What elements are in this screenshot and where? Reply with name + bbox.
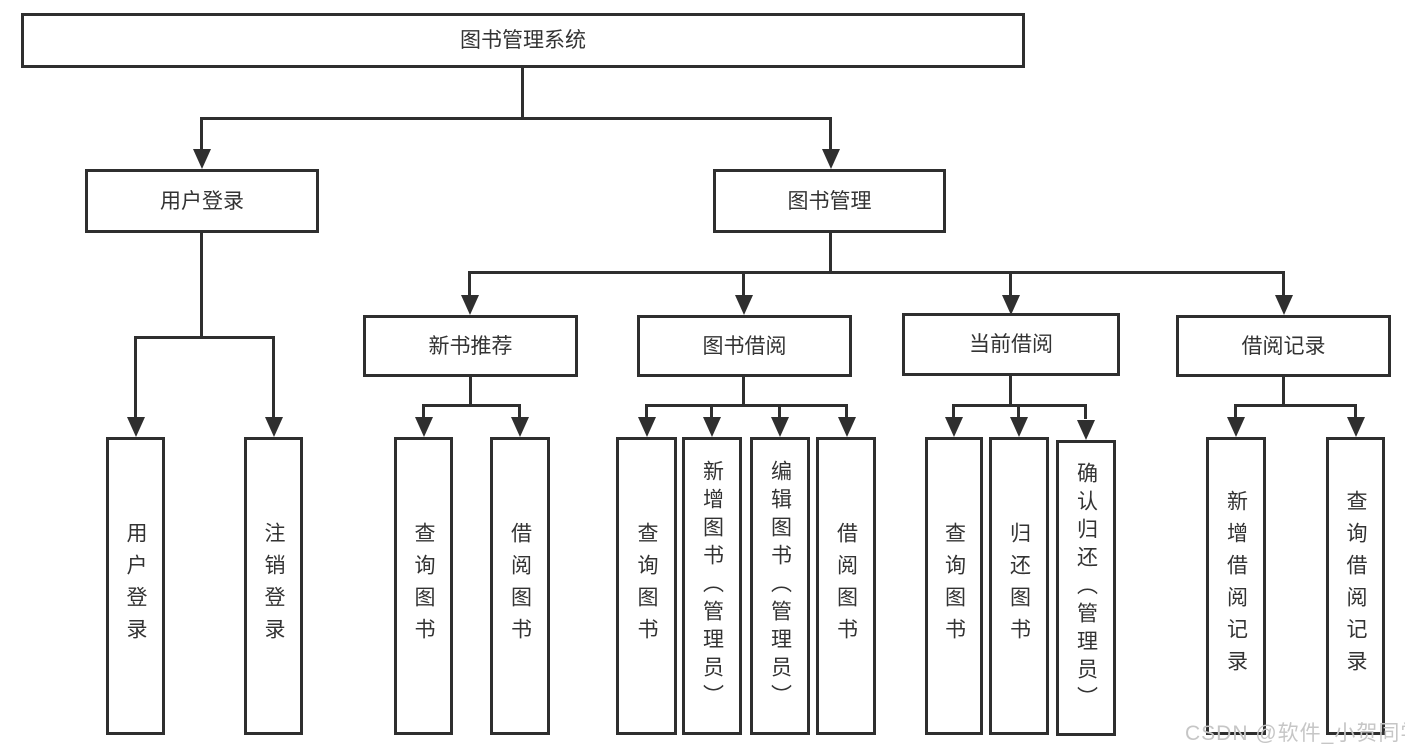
node-leaf-rec-borrow: 借阅图书 xyxy=(490,437,550,735)
arrowhead-leaf-cb-query xyxy=(945,417,963,437)
arrowhead-book-mgmt xyxy=(822,149,840,169)
node-leaf-bb-borrow: 借阅图书 xyxy=(816,437,876,735)
node-root: 图书管理系统 xyxy=(21,13,1025,68)
node-user-login-label: 用户登录 xyxy=(160,189,244,213)
connector-leaf-br-add-drop xyxy=(1234,404,1237,419)
node-leaf-cb-confirm: 确认归还（管理员） xyxy=(1056,440,1116,736)
arrowhead-leaf-rec-query xyxy=(415,417,433,437)
connector-leaf-cb-confirm-drop xyxy=(1084,404,1087,419)
connector-level1-branch xyxy=(200,117,832,120)
node-leaf-rec-query: 查询图书 xyxy=(394,437,453,735)
arrowhead-leaf-login xyxy=(127,417,145,437)
node-leaf-logout: 注销登录 xyxy=(244,437,303,735)
connector-leaf-bb-borrow-drop xyxy=(845,404,848,419)
node-book-mgmt-label: 图书管理 xyxy=(787,189,872,213)
node-leaf-br-query-label: 查询借阅记录 xyxy=(1344,490,1367,682)
node-book-borrow-label: 图书借阅 xyxy=(702,334,787,358)
connector-book-mgmt-stem xyxy=(829,233,832,273)
connector-borrow-records-stem xyxy=(1282,377,1285,407)
node-borrow-records: 借阅记录 xyxy=(1176,315,1391,377)
connector-book-borrow-drop xyxy=(742,271,745,297)
node-new-rec-label: 新书推荐 xyxy=(428,334,513,358)
arrowhead-leaf-br-add xyxy=(1227,417,1245,437)
connector-level2-branch xyxy=(468,271,1285,274)
node-leaf-bb-edit-label: 编辑图书（管理员） xyxy=(768,460,792,712)
node-leaf-cb-query: 查询图书 xyxy=(925,437,983,735)
arrowhead-borrow-records xyxy=(1275,295,1293,315)
node-leaf-bb-add: 新增图书（管理员） xyxy=(682,437,742,735)
node-leaf-br-query: 查询借阅记录 xyxy=(1326,437,1385,735)
node-leaf-login: 用户登录 xyxy=(106,437,165,735)
connector-leaf-bb-query-drop xyxy=(645,404,648,419)
connector-book-mgmt-drop xyxy=(829,117,832,152)
connector-leaf-bb-edit-drop xyxy=(778,404,781,419)
node-leaf-rec-query-label: 查询图书 xyxy=(412,522,435,650)
connector-current-borrow-drop xyxy=(1009,271,1012,297)
connector-new-rec-drop xyxy=(468,271,471,297)
connector-borrow-records-drop xyxy=(1282,271,1285,297)
connector-user-login-drop xyxy=(200,117,203,152)
node-leaf-cb-query-label: 查询图书 xyxy=(942,522,966,650)
connector-leaf-login-drop xyxy=(134,336,137,419)
node-leaf-bb-query: 查询图书 xyxy=(616,437,677,735)
connector-leaf-bb-add-drop xyxy=(710,404,713,419)
arrowhead-leaf-bb-borrow xyxy=(838,417,856,437)
connector-borrow-records-branch xyxy=(1234,404,1356,407)
connector-current-borrow-stem xyxy=(1009,376,1012,407)
connector-leaf-br-query-drop xyxy=(1354,404,1357,419)
node-leaf-bb-query-label: 查询图书 xyxy=(635,522,658,650)
arrowhead-leaf-bb-edit xyxy=(771,417,789,437)
node-user-login: 用户登录 xyxy=(85,169,319,233)
node-leaf-bb-borrow-label: 借阅图书 xyxy=(834,522,858,650)
node-leaf-bb-add-label: 新增图书（管理员） xyxy=(700,460,724,712)
node-book-borrow: 图书借阅 xyxy=(637,315,852,377)
node-leaf-cb-return: 归还图书 xyxy=(989,437,1049,735)
arrowhead-leaf-bb-query xyxy=(638,417,656,437)
connector-leaf-rec-borrow-drop xyxy=(518,404,521,419)
connector-new-rec-branch xyxy=(422,404,521,407)
node-root-label: 图书管理系统 xyxy=(460,29,586,52)
node-current-borrow-label: 当前借阅 xyxy=(969,333,1053,356)
node-leaf-bb-edit: 编辑图书（管理员） xyxy=(750,437,810,735)
arrowhead-current-borrow xyxy=(1002,295,1020,315)
connector-new-rec-stem xyxy=(469,377,472,407)
connector-book-borrow-branch xyxy=(645,404,848,407)
arrowhead-leaf-logout xyxy=(265,417,283,437)
arrowhead-leaf-cb-confirm xyxy=(1077,420,1095,440)
connector-leaf-cb-query-drop xyxy=(952,404,955,419)
csdn-watermark: CSDN @软件_小贺同学 xyxy=(1185,722,1405,745)
node-leaf-rec-borrow-label: 借阅图书 xyxy=(508,522,532,650)
connector-leaf-cb-return-drop xyxy=(1017,404,1020,419)
connector-user-login-stem xyxy=(200,233,203,339)
connector-book-borrow-stem xyxy=(742,377,745,407)
arrowhead-leaf-cb-return xyxy=(1010,417,1028,437)
node-leaf-cb-confirm-label: 确认归还（管理员） xyxy=(1074,462,1098,714)
node-leaf-br-add: 新增借阅记录 xyxy=(1206,437,1266,735)
arrowhead-new-rec xyxy=(461,295,479,315)
node-leaf-login-label: 用户登录 xyxy=(124,522,147,650)
node-borrow-records-label: 借阅记录 xyxy=(1241,334,1326,358)
node-new-rec: 新书推荐 xyxy=(363,315,578,377)
arrowhead-user-login xyxy=(193,149,211,169)
arrowhead-book-borrow xyxy=(735,295,753,315)
node-leaf-br-add-label: 新增借阅记录 xyxy=(1224,490,1248,682)
connector-leaf-logout-drop xyxy=(272,336,275,419)
node-book-mgmt: 图书管理 xyxy=(713,169,946,233)
connector-leaf-rec-query-drop xyxy=(422,404,425,419)
connector-user-login-branch xyxy=(134,336,275,339)
node-leaf-cb-return-label: 归还图书 xyxy=(1007,522,1031,650)
arrowhead-leaf-bb-add xyxy=(703,417,721,437)
connector-root-stem xyxy=(521,68,524,119)
node-current-borrow: 当前借阅 xyxy=(902,313,1120,376)
node-leaf-logout-label: 注销登录 xyxy=(262,522,285,650)
arrowhead-leaf-br-query xyxy=(1347,417,1365,437)
arrowhead-leaf-rec-borrow xyxy=(511,417,529,437)
